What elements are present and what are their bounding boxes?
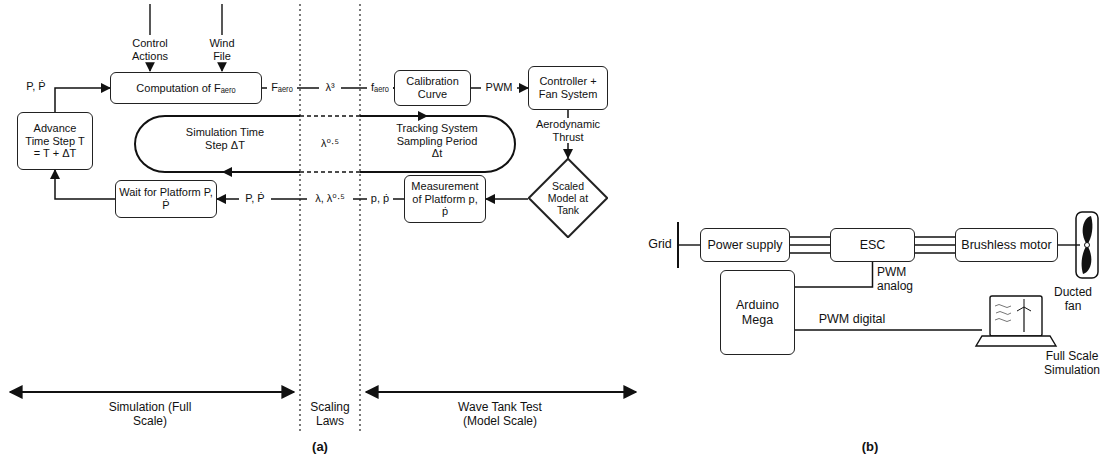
node-text: Brushless motor bbox=[961, 238, 1051, 252]
laptop-icon bbox=[976, 296, 1056, 346]
connector-line bbox=[790, 244, 830, 246]
loop-label: Tracking System Sampling Period Δt bbox=[391, 122, 483, 160]
text-wrap: Arduino Mega bbox=[730, 298, 786, 327]
edge-label: PWM bbox=[481, 81, 517, 94]
connector-line bbox=[795, 262, 873, 287]
part-label: Ducted fan bbox=[1044, 286, 1102, 314]
connector-line bbox=[915, 236, 955, 238]
decision-diamond: Scaled Model at Tank bbox=[528, 158, 608, 238]
scaling-factor: λ, λ⁰·⁵ bbox=[307, 192, 353, 205]
dotted-divider bbox=[359, 4, 360, 432]
signal-label: p, ṗ bbox=[367, 192, 393, 205]
component-box: ESC bbox=[830, 228, 915, 262]
process-box: Controller + Fan System bbox=[528, 66, 608, 110]
node-text: Arduino Mega bbox=[730, 298, 786, 327]
connector bbox=[55, 88, 110, 112]
connector bbox=[486, 199, 528, 200]
panel-label: (b) bbox=[850, 440, 890, 455]
text-wrap: Measurement of Platform p, ṗ bbox=[408, 180, 482, 218]
text-wrap: Advance Time Step T = T + ΔT bbox=[21, 122, 89, 160]
node-text: Advance Time Step T = T + ΔT bbox=[21, 122, 89, 160]
process-box: Wait for Platform P, Ṗ bbox=[115, 180, 217, 218]
connector-line bbox=[915, 244, 955, 246]
connector-line bbox=[55, 88, 110, 112]
node-text: ESC bbox=[860, 238, 886, 252]
signal-label: Grid bbox=[645, 237, 675, 251]
domain-label: Wave Tank Test (Model Scale) bbox=[445, 401, 555, 429]
component-box: Power supply bbox=[700, 228, 790, 262]
connector-line bbox=[790, 236, 830, 238]
connector bbox=[790, 237, 830, 253]
text-wrap: ESC bbox=[860, 238, 886, 252]
node-text: Power supply bbox=[707, 238, 782, 252]
domain-label: Scaling Laws bbox=[304, 401, 356, 429]
dotted-divider bbox=[299, 4, 300, 432]
connector-line bbox=[915, 252, 955, 254]
pwm-digital-wire bbox=[795, 329, 982, 330]
signal-label: Fₐₑᵣₒ bbox=[267, 81, 297, 94]
edge-label: PWM analog bbox=[877, 266, 923, 294]
connector-line bbox=[55, 170, 115, 199]
text-wrap: Power supply bbox=[707, 238, 782, 252]
node-text: Calibration Curve bbox=[398, 75, 467, 100]
input-arrow bbox=[221, 63, 222, 71]
input-arrow bbox=[149, 63, 150, 71]
process-box: Computation of Fₐₑᵣₒ bbox=[110, 72, 262, 104]
component-box: Brushless motor bbox=[955, 228, 1058, 262]
text-wrap: Controller + Fan System bbox=[538, 75, 598, 100]
input-line bbox=[221, 4, 222, 35]
process-box: Measurement of Platform p, ṗ bbox=[404, 175, 486, 223]
scaling-factor: λ³ bbox=[319, 81, 341, 94]
panel-label: (a) bbox=[300, 440, 340, 455]
ducted-fan-icon bbox=[1076, 212, 1098, 278]
process-box: Advance Time Step T = T + ΔT bbox=[17, 112, 93, 170]
node-text: Computation of Fₐₑᵣₒ bbox=[136, 82, 235, 95]
signal-label: PWM digital bbox=[814, 312, 890, 326]
input-line bbox=[149, 4, 150, 35]
text-wrap: Wait for Platform P, Ṗ bbox=[119, 186, 213, 211]
loop-line bbox=[360, 116, 515, 172]
text-wrap: Computation of Fₐₑᵣₒ bbox=[136, 82, 235, 95]
loop-dashed bbox=[300, 116, 360, 172]
loop-line bbox=[135, 116, 300, 172]
loop-label: Simulation Time Step ΔT bbox=[185, 126, 265, 151]
connector-line bbox=[486, 198, 528, 200]
text-wrap: Calibration Curve bbox=[398, 75, 467, 100]
node-text: Scaled Model at Tank bbox=[545, 180, 591, 216]
connector-line bbox=[790, 252, 830, 254]
component-box: Arduino Mega bbox=[720, 270, 795, 355]
range-arrow bbox=[366, 391, 636, 393]
edge-label: Aerodynamic Thrust bbox=[532, 118, 604, 143]
signal-label: fₐₑᵣₒ bbox=[367, 81, 393, 94]
scaling-factor: λ⁰·⁵ bbox=[315, 137, 345, 150]
loop-arrowhead bbox=[418, 111, 428, 121]
loop-arrowhead bbox=[222, 167, 232, 177]
signal-label: P, Ṗ bbox=[239, 192, 271, 205]
text-wrap: Scaled Model at Tank bbox=[545, 180, 591, 216]
connector bbox=[915, 237, 955, 253]
node-text: Wait for Platform P, Ṗ bbox=[119, 186, 213, 211]
connector bbox=[795, 262, 873, 287]
part-label: Full Scale Simulation bbox=[1042, 350, 1102, 378]
input-label: Wind File bbox=[202, 37, 242, 62]
input-label: Control Actions bbox=[120, 37, 180, 62]
node-text: Measurement of Platform p, ṗ bbox=[408, 180, 482, 218]
connector bbox=[55, 170, 115, 199]
process-box: Calibration Curve bbox=[394, 70, 471, 106]
text-wrap: Brushless motor bbox=[961, 238, 1051, 252]
grid-wire bbox=[678, 244, 700, 245]
signal-label: P, Ṗ bbox=[21, 80, 51, 93]
domain-label: Simulation (Full Scale) bbox=[100, 401, 200, 429]
node-text: Controller + Fan System bbox=[538, 75, 598, 100]
range-arrow bbox=[10, 391, 294, 393]
